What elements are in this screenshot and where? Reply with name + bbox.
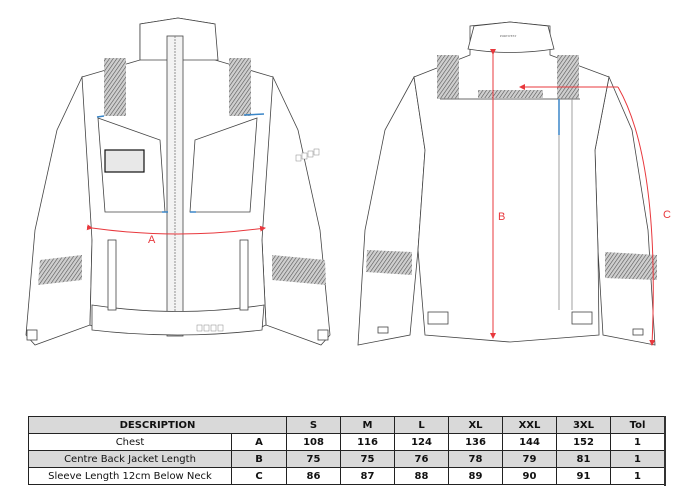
header-size-m: M	[340, 416, 395, 434]
dimension-b-label: B	[498, 211, 506, 223]
row-code: C	[231, 467, 287, 485]
header-size-l: L	[394, 416, 449, 434]
brand-label: PORTWEST	[500, 34, 517, 38]
cell-value: 81	[556, 450, 611, 468]
cell-value: 88	[394, 467, 449, 485]
dimension-a-line	[86, 224, 266, 235]
cell-value: 86	[286, 467, 341, 485]
cell-value: 116	[340, 433, 395, 451]
dimension-c-line-sleeve	[617, 86, 656, 346]
size-chart-table: DESCRIPTION S M L XL XXL 3XL Tol Chest A…	[28, 416, 665, 485]
cell-value: 78	[448, 450, 503, 468]
table-row: Centre Back Jacket Length B 75 75 76 78 …	[28, 450, 665, 468]
row-description: Chest	[28, 433, 232, 451]
cell-value: 76	[394, 450, 449, 468]
cell-value: 79	[502, 450, 557, 468]
header-size-xl: XL	[448, 416, 503, 434]
dimension-a-label: A	[148, 234, 156, 246]
cell-value: 75	[340, 450, 395, 468]
header-tolerance: Tol	[610, 416, 665, 434]
cell-value: 87	[340, 467, 395, 485]
cell-value: 108	[286, 433, 341, 451]
cell-value: 90	[502, 467, 557, 485]
row-description: Sleeve Length 12cm Below Neck	[28, 467, 232, 485]
jacket-technical-drawings	[25, 17, 657, 346]
cell-value: 91	[556, 467, 611, 485]
row-code: B	[231, 450, 287, 468]
cell-value: 89	[448, 467, 503, 485]
cell-value: 152	[556, 433, 611, 451]
cell-value: 75	[286, 450, 341, 468]
cell-tolerance: 1	[610, 467, 665, 485]
header-size-s: S	[286, 416, 341, 434]
table-row: Chest A 108 116 124 136 144 152 1	[28, 433, 665, 451]
cell-tolerance: 1	[610, 450, 665, 468]
front-jacket-drawing	[25, 17, 331, 346]
dimension-c-label: C	[663, 209, 671, 221]
table-header-row: DESCRIPTION S M L XL XXL 3XL Tol	[28, 416, 665, 434]
header-size-3xl: 3XL	[556, 416, 611, 434]
row-code: A	[231, 433, 287, 451]
cell-tolerance: 1	[610, 433, 665, 451]
cell-value: 136	[448, 433, 503, 451]
cell-value: 124	[394, 433, 449, 451]
row-description: Centre Back Jacket Length	[28, 450, 232, 468]
table-row: Sleeve Length 12cm Below Neck C 86 87 88…	[28, 467, 665, 485]
back-jacket-drawing	[357, 21, 657, 346]
header-description: DESCRIPTION	[28, 416, 287, 434]
cell-value: 144	[502, 433, 557, 451]
table-shadow	[664, 416, 666, 486]
header-size-xxl: XXL	[502, 416, 557, 434]
